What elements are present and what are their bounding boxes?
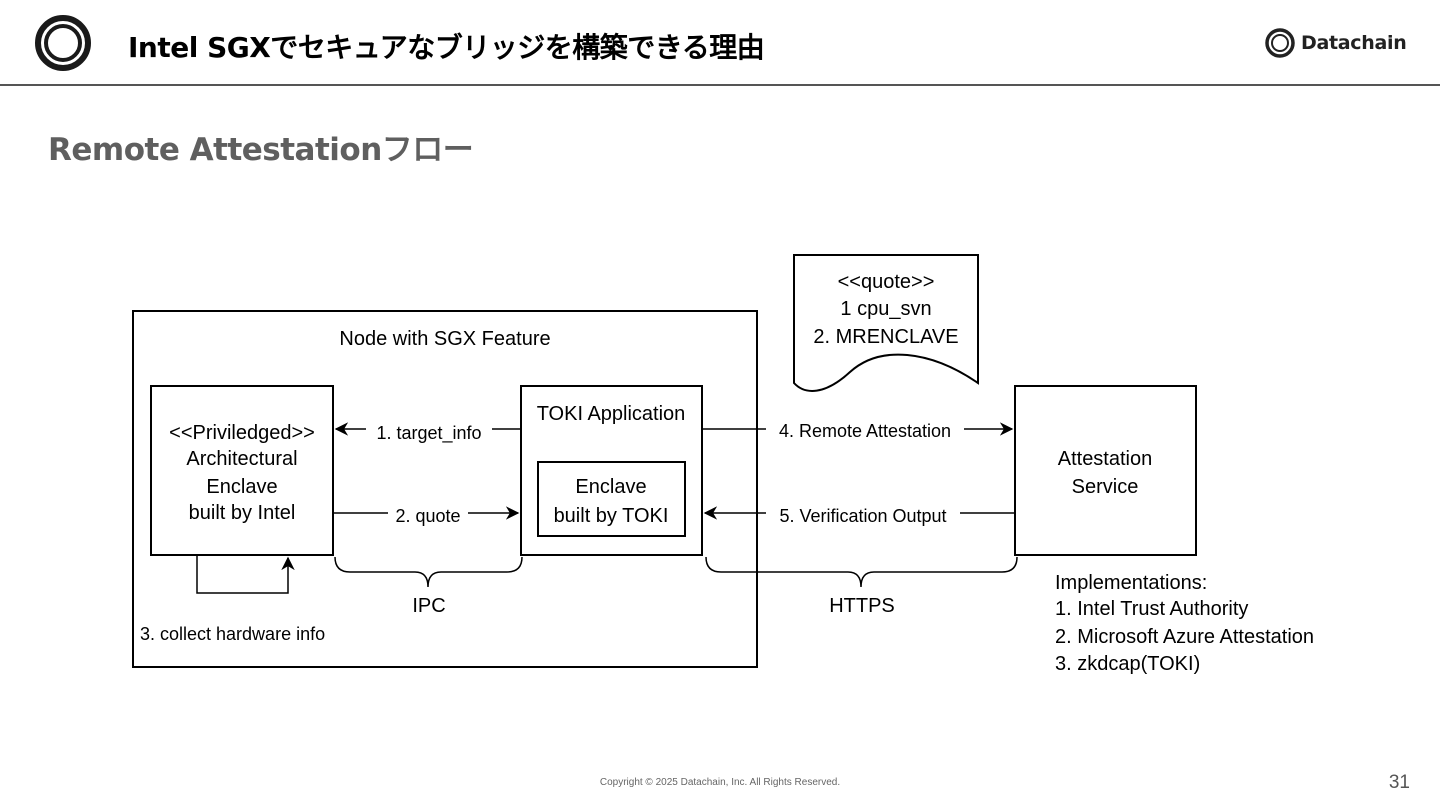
arch-enclave-line: Architectural [186,448,297,470]
arch-enclave-line: Enclave [206,476,277,498]
brand-ring-icon [1265,28,1295,58]
attestation-service-box [1014,385,1197,556]
toki-enclave-line: built by TOKI [554,505,669,527]
toki-application-box [520,385,703,556]
implementation-item: 3. zkdcap(TOKI) [1055,653,1200,675]
https-brace [705,556,1018,588]
brand-logo: Datachain [1264,26,1407,60]
header-divider [0,84,1440,86]
implementations-heading: Implementations: [1055,572,1207,594]
ipc-label: IPC [412,595,445,617]
page-number: 31 [1388,772,1410,793]
copyright-notice: Copyright © 2025 Datachain, Inc. All Rig… [599,777,841,788]
implementation-item: 1. Intel Trust Authority [1055,598,1248,620]
implementation-item: 2. Microsoft Azure Attestation [1055,626,1314,648]
quote-stereotype: <<quote>> [838,271,935,293]
ipc-brace [334,556,523,588]
quote-line: 2. MRENCLAVE [813,326,958,348]
section-title: Remote Attestationフロー [48,132,474,168]
node-label: Node with SGX Feature [339,328,550,350]
https-label: HTTPS [829,595,895,617]
quote-document-shape [793,254,979,392]
arrow-remote-attestation-label: 4. Remote Attestation [779,421,951,441]
attestation-service-line: Service [1072,476,1139,498]
toki-application-label: TOKI Application [537,403,686,425]
page-title: Intel SGXでセキュアなブリッジを構築できる理由 [128,31,765,64]
arrow-verification-output-label: 5. Verification Output [779,506,946,526]
node-container [132,310,758,668]
ring-logo-icon [35,15,91,71]
arrow-target-info-label: 1. target_info [376,423,481,444]
arrow-quote-label: 2. quote [395,506,460,526]
arrow-collect-hardware-label: 3. collect hardware info [140,624,325,644]
attestation-service-line: Attestation [1058,448,1153,470]
toki-enclave-line: Enclave [575,476,646,498]
architectural-enclave-box [150,385,334,556]
arrow-collect-hardware [196,555,295,594]
toki-enclave-box [537,461,686,537]
brand-name: Datachain [1301,32,1407,54]
arch-enclave-stereotype: <<Priviledged>> [169,422,315,444]
arch-enclave-line: built by Intel [189,502,296,524]
quote-line: 1 cpu_svn [840,298,931,320]
